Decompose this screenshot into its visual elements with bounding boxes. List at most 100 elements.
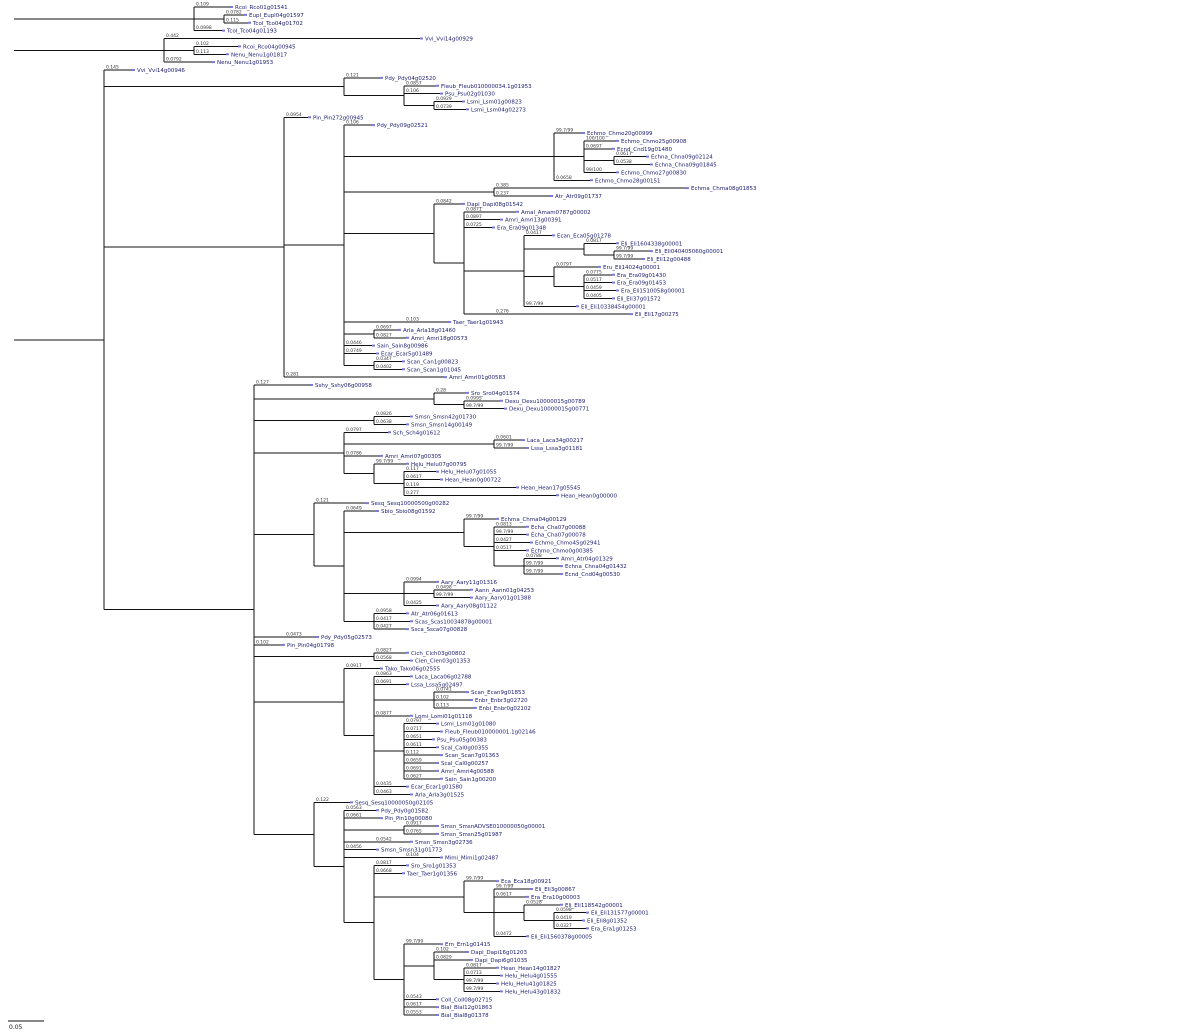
branch-length-label: 0.0917 [346, 663, 362, 669]
tip-marker [582, 132, 585, 134]
taxon-label: Aann_Aann01g04253 [475, 588, 534, 594]
branch-length-label: 0.0425 [406, 600, 422, 606]
taxon-label: Pdy_Pdy05g02573 [321, 635, 372, 641]
tip-marker [590, 179, 593, 182]
tip-marker [440, 856, 443, 859]
tip-marker [410, 415, 413, 418]
tip-marker [516, 486, 519, 489]
tip-marker [440, 478, 443, 481]
taxon-label: Amri_Amri4g00588 [441, 769, 495, 775]
branch-length-label: 100/100 [586, 135, 605, 141]
tip-marker [556, 557, 559, 560]
tip-marker [516, 210, 519, 213]
taxon-label: Lomi_Lomi01g01118 [415, 714, 473, 720]
tip-marker [530, 888, 533, 890]
tip-marker [372, 124, 375, 127]
tip-marker [462, 202, 465, 205]
branch-length-label: 0.0542 [376, 836, 392, 842]
tip-marker [616, 242, 619, 245]
tip-marker [308, 116, 311, 119]
taxon-label: Era_Era09g01430 [617, 273, 666, 279]
branch-length-label: 0.0459 [586, 285, 602, 291]
taxon-label: Smsn_Smsn31g01773 [381, 848, 443, 854]
taxon-label: Eupl_Eupl04g01597 [249, 13, 304, 19]
tip-marker [406, 462, 409, 465]
tip-marker [436, 769, 439, 772]
taxon-label: Atr_Atr09g01737 [555, 194, 602, 200]
taxon-label: Amal_Amam0787g00002 [521, 210, 591, 216]
tip-marker [440, 730, 443, 733]
taxon-label: Scal_Cal0g00257 [441, 761, 489, 767]
tip-marker [598, 265, 601, 268]
tip-marker [436, 84, 439, 87]
tip-marker [436, 998, 439, 1001]
tip-marker [406, 612, 409, 615]
taxon-label: Eli_Eli17g00275 [635, 312, 679, 318]
taxon-label: Hean_Hean0g00000 [561, 493, 617, 499]
branch-length-label: 0.0472 [496, 931, 512, 937]
taxon-label: Scas_Scas10034878g00001 [415, 619, 492, 625]
branch-length-label: 99.7/99 [406, 939, 423, 945]
tip-marker [402, 360, 405, 363]
branch-length-label: 0.0782 [226, 9, 242, 15]
tip-marker [248, 21, 251, 24]
taxon-label: Eli_Eli10338454g00001 [581, 304, 646, 310]
branch-length-label: 0.113 [436, 702, 449, 708]
tip-marker [526, 525, 529, 528]
taxon-label: Enbi_Enbr0g02102 [479, 706, 531, 712]
branch-length-label: 0.0739 [436, 104, 452, 110]
branch-length-label: 99.7/99 [526, 569, 543, 575]
branch-length-label: 0.0817 [586, 238, 602, 244]
taxon-label: Eli_Eli8g01352 [587, 919, 627, 925]
taxon-label: Amri_Amri13g00391 [505, 218, 562, 224]
taxon-label: Amri_Amri01g00583 [449, 375, 506, 381]
tip-marker [410, 620, 413, 623]
branch-length-label: 99.7/99 [526, 561, 543, 567]
tip-marker [432, 738, 435, 741]
branch-length-label: 0.0659 [406, 758, 422, 764]
tip-marker [466, 108, 469, 111]
branch-length-label: 0.0553 [406, 1010, 422, 1016]
tip-marker [616, 289, 619, 292]
tip-marker [500, 990, 503, 993]
tip-marker [612, 273, 615, 276]
branch-length-label: 0.0691 [376, 679, 392, 685]
taxon-label: Pdy_Pdy09g02521 [377, 123, 428, 129]
taxon-label: Psu_Psu02g01030 [445, 92, 495, 98]
tip-marker [560, 565, 563, 568]
branch-length-label: 0.0417 [526, 230, 542, 236]
branch-length-label: 0.104 [406, 852, 419, 858]
tip-marker [282, 643, 285, 646]
branch-length-label: 0.0658 [556, 175, 572, 181]
taxon-label: Rcoi_Rco01g01541 [235, 5, 288, 11]
branch-length-label: 0.0697 [376, 324, 392, 330]
branch-length-label: 0.0517 [496, 545, 512, 551]
taxon-label: Eli_Eli040405060g00001 [655, 249, 723, 255]
taxon-label: Helu_Helu07g00795 [411, 462, 467, 468]
taxon-label: Smsn_Smsn25g01987 [441, 832, 503, 838]
branch-length-label: 0.0661 [346, 813, 362, 819]
tip-marker [586, 927, 589, 930]
taxon-label: Era_Eli1510058g00001 [621, 289, 685, 295]
branch-length-label: 0.0827 [376, 332, 392, 338]
tip-marker [470, 958, 473, 961]
taxon-label: Tcol_Tco04g01193 [226, 29, 277, 35]
taxon-label: Scan_Scan7g01363 [445, 753, 499, 759]
tip-marker [552, 234, 555, 237]
taxon-label: Echmo_Chmo0g00385 [531, 548, 593, 554]
branch-length-label: 0.0749 [346, 348, 362, 354]
tip-marker [244, 13, 247, 16]
branch-length-label: 0.0857 [406, 80, 422, 86]
taxon-label: Eli_Eli12g00488 [647, 257, 691, 263]
branch-length-label: 0.0649 [346, 506, 362, 512]
tip-marker [440, 92, 443, 95]
taxon-label: Era_Era10g00003 [531, 895, 580, 901]
branch-length-label: 0.0417 [376, 616, 392, 622]
taxon-label: Echa_Cha07g00078 [531, 533, 586, 539]
tip-marker [376, 352, 379, 355]
tip-marker [436, 604, 439, 607]
branch-length-label: 0.0617 [406, 474, 422, 480]
branch-length-label: 0.0817 [466, 962, 482, 968]
taxon-label: Lsmi_Lsm01g01080 [441, 722, 496, 728]
taxon-label: Sesq_Sesq10000050g02105 [355, 800, 434, 806]
